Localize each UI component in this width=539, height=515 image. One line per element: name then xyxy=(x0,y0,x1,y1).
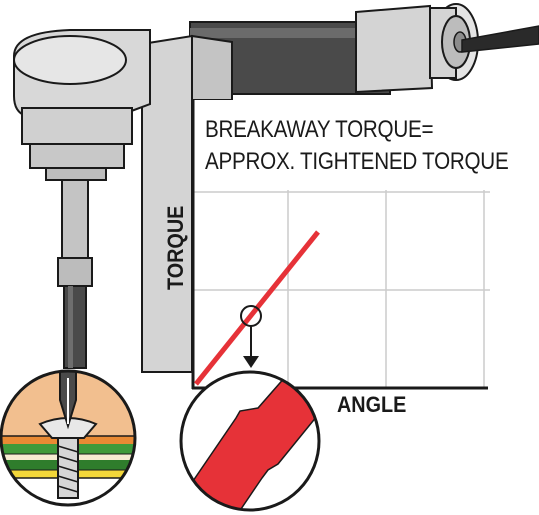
y-axis-label: TORQUE xyxy=(163,205,188,290)
chart-grid xyxy=(192,190,490,388)
chart-title-line-1: BREAKAWAY TORQUE= xyxy=(205,116,434,143)
x-axis-label: ANGLE xyxy=(337,392,407,417)
chart-panel xyxy=(191,100,492,390)
marker-arrow-head xyxy=(243,356,259,368)
tool-housing xyxy=(141,3,539,373)
joint-section-magnifier xyxy=(0,369,137,507)
torque-wrench-icon xyxy=(13,29,151,369)
zoom-circle-icon xyxy=(179,370,321,512)
chart-title-line-2: APPROX. TIGHTENED TORQUE xyxy=(205,148,509,175)
